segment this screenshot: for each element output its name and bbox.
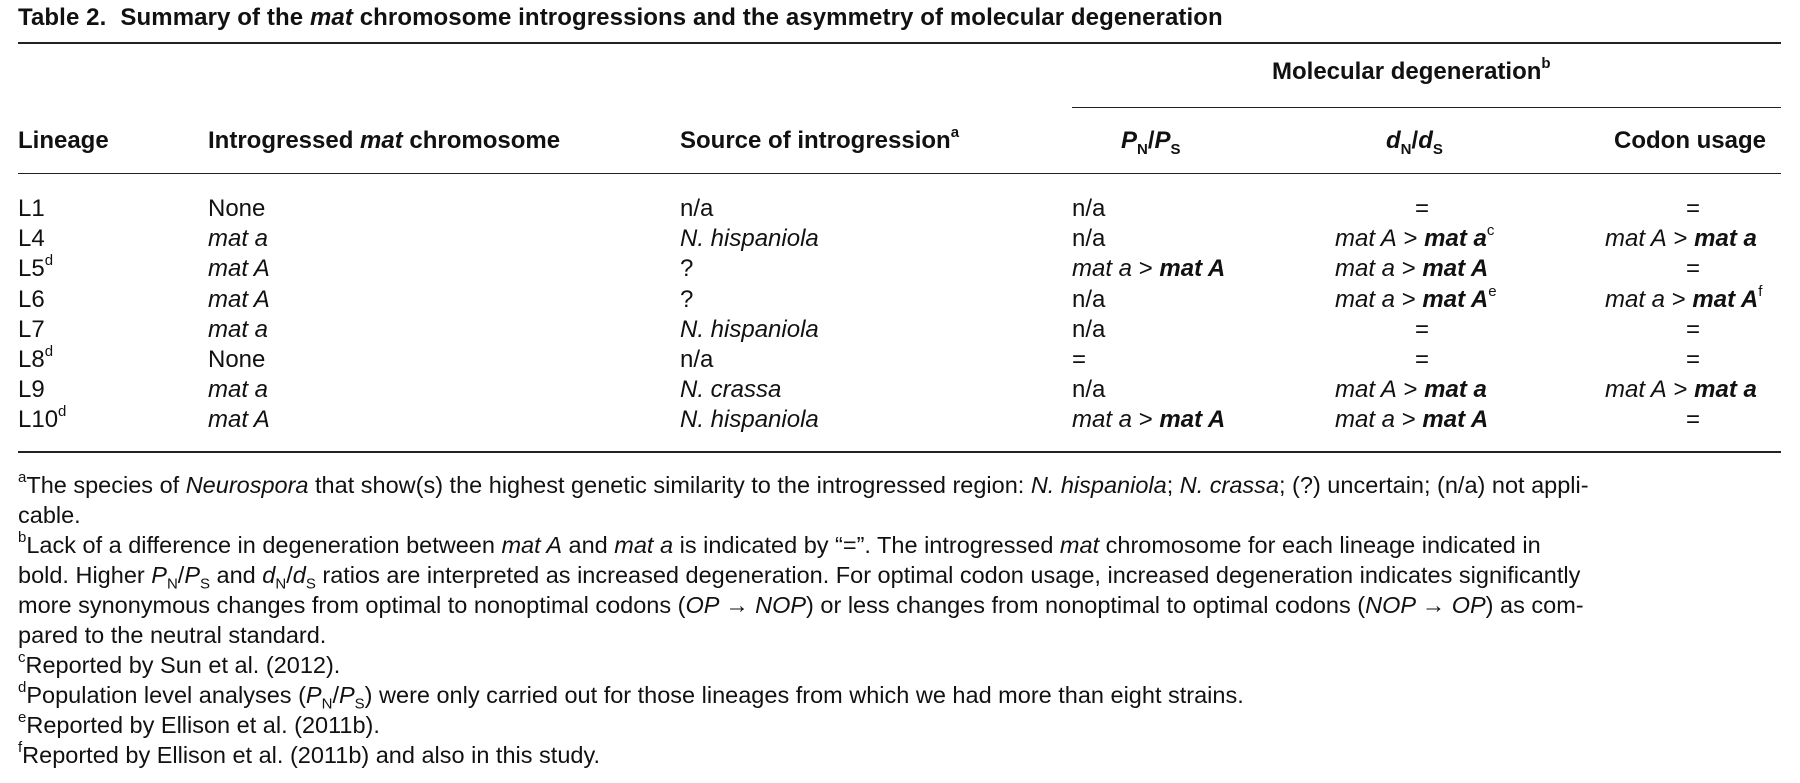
lineage-cell: L6: [18, 286, 45, 313]
table-title-em: mat: [309, 4, 353, 31]
source-cell: n/a: [680, 195, 714, 222]
lineage-cell: L1: [18, 195, 45, 222]
codon-usage-cell: mat a > mat Af: [1605, 283, 1763, 313]
col-header-introgressed: Introgressed mat chromosome: [208, 127, 561, 154]
pnps-cell: n/a: [1072, 286, 1106, 313]
footnote-b: bLack of a difference in degeneration be…: [18, 529, 1584, 648]
footnote-a: aThe species of Neurospora that show(s) …: [18, 469, 1589, 528]
introgressed-mat-cell: None: [208, 346, 266, 373]
source-cell: N. crassa: [680, 376, 782, 403]
introgressed-mat-cell: mat a: [208, 376, 269, 403]
dnds-cell: =: [1414, 195, 1429, 222]
dnds-cell: mat a > mat A: [1335, 406, 1489, 433]
header-rule: [18, 173, 1781, 174]
dnds-cell: mat a > mat Ae: [1335, 283, 1497, 313]
introgressed-mat-cell: mat A: [208, 286, 270, 313]
pnps-cell: n/a: [1072, 376, 1106, 403]
pnps-cell: mat a > mat A: [1072, 406, 1226, 433]
codon-usage-cell: =: [1685, 195, 1700, 222]
col-header-lineage: Lineage: [18, 127, 109, 154]
footnote-e: eReported by Ellison et al. (2011b).: [18, 709, 380, 738]
source-cell: N. hispaniola: [680, 225, 819, 252]
introgressed-mat-cell: mat A: [208, 406, 270, 433]
codon-usage-cell: =: [1685, 346, 1700, 373]
source-cell: ?: [680, 255, 694, 282]
table-caption: Table 2. Summary of the mat chromosome in…: [18, 4, 1223, 32]
lineage-cell: L9: [18, 376, 45, 403]
dnds-cell: mat A > mat a: [1335, 376, 1487, 403]
introgressed-mat-cell: mat a: [208, 225, 269, 252]
footnote-f: fReported by Ellison et al. (2011b) and …: [18, 739, 600, 768]
source-cell: n/a: [680, 346, 714, 373]
codon-usage-cell: mat A > mat a: [1605, 225, 1757, 252]
pnps-cell: n/a: [1072, 195, 1106, 222]
introgressed-mat-cell: None: [208, 195, 266, 222]
col-header-pnps: PN/PS: [1121, 127, 1181, 158]
source-cell: N. hispaniola: [680, 406, 819, 433]
table-title-pre: Summary of the: [120, 4, 310, 31]
footnote-c: cReported by Sun et al. (2012).: [18, 649, 341, 678]
bottom-rule: [18, 451, 1781, 453]
col-header-source: Source of introgressiona: [680, 124, 960, 154]
dnds-cell: =: [1414, 316, 1429, 343]
pnps-cell: =: [1072, 346, 1087, 373]
top-rule: [18, 42, 1781, 44]
source-cell: N. hispaniola: [680, 316, 819, 343]
introgressed-mat-cell: mat a: [208, 316, 269, 343]
introgressed-mat-cell: mat A: [208, 255, 270, 282]
table-title-post: chromosome introgressions and the asymme…: [352, 4, 1223, 31]
codon-usage-cell: =: [1685, 316, 1700, 343]
pnps-cell: mat a > mat A: [1072, 255, 1226, 282]
lineage-cell: L5d: [18, 252, 54, 282]
dnds-cell: =: [1414, 346, 1429, 373]
pnps-cell: n/a: [1072, 316, 1106, 343]
table-label: Table 2.: [18, 4, 107, 31]
pnps-cell: n/a: [1072, 225, 1106, 252]
lineage-cell: L8d: [18, 343, 54, 373]
dnds-cell: mat A > mat ac: [1335, 222, 1495, 252]
codon-usage-cell: =: [1685, 406, 1700, 433]
group-header-molecular-degeneration: Molecular degenerationb: [1272, 55, 1551, 85]
lineage-cell: L4: [18, 225, 45, 252]
source-cell: ?: [680, 286, 694, 313]
col-header-codon-usage: Codon usage: [1614, 127, 1767, 154]
lineage-cell: L7: [18, 316, 45, 343]
dnds-cell: mat a > mat A: [1335, 255, 1489, 282]
lineage-cell: L10d: [18, 403, 67, 433]
footnote-d: dPopulation level analyses (PN/PS) were …: [18, 679, 1244, 713]
codon-usage-cell: mat A > mat a: [1605, 376, 1757, 403]
col-header-dnds: dN/dS: [1386, 127, 1443, 158]
codon-usage-cell: =: [1685, 255, 1700, 282]
group-header-underline: [1072, 107, 1781, 108]
